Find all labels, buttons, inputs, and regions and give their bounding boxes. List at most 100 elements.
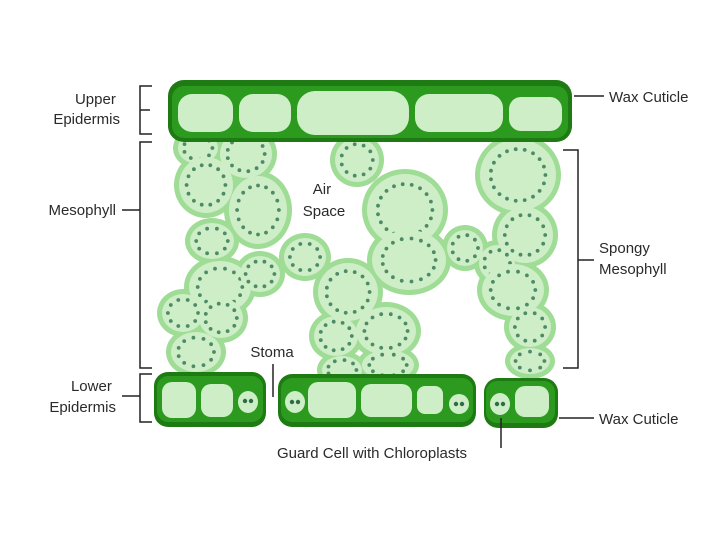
chloroplast-dot	[429, 199, 433, 204]
chloroplast-dot	[525, 302, 529, 307]
chloroplast-dot	[325, 294, 329, 299]
chloroplast-dot	[318, 330, 323, 334]
chloroplast-dot	[380, 352, 385, 357]
chloroplast-dot	[528, 368, 532, 373]
chloroplast-dot	[277, 208, 281, 212]
chloroplast-dot	[225, 329, 230, 333]
chloroplast-dot	[401, 356, 405, 361]
mesophyll-cell	[179, 157, 233, 213]
chloroplast-dot	[364, 321, 369, 326]
chloroplast-dot	[497, 154, 502, 158]
chloroplast-dot	[230, 163, 234, 168]
chloroplast-dot	[360, 305, 365, 310]
chloroplast-dot	[213, 266, 217, 271]
chloroplast-dot	[275, 198, 280, 203]
chloroplast-dot	[543, 173, 548, 177]
upper-epidermis-cell	[509, 97, 562, 131]
lower-epidermis-bracket	[139, 373, 152, 423]
chloroplast-dot	[522, 148, 527, 152]
chloroplast-dot	[225, 239, 230, 243]
chloroplast-dot	[328, 277, 333, 282]
chloroplast-dot	[391, 352, 396, 357]
chloroplast-dot	[516, 306, 520, 311]
chloroplast-dot	[347, 341, 352, 346]
chloroplast-dot	[365, 298, 370, 303]
chloroplast-dot	[332, 359, 337, 364]
chloroplast-dot	[254, 166, 259, 171]
chloroplast-dot	[225, 303, 230, 307]
chloroplast-dot	[384, 246, 389, 251]
chloroplast-dot	[510, 248, 515, 253]
chloroplast-dot	[215, 226, 219, 231]
guard-cell-left-section	[238, 391, 258, 413]
guard-cell-label: Guard Cell with Chloroplasts	[277, 445, 467, 462]
chloroplast-dot	[344, 170, 349, 174]
chloroplast-dot	[505, 252, 509, 257]
mesophyll-cell	[356, 307, 416, 355]
chloroplast-dot	[222, 231, 227, 236]
chloroplast-dot	[195, 285, 200, 289]
chloroplast-dot	[465, 233, 470, 238]
lower-epidermis-cell	[201, 384, 233, 417]
chloroplast-dot	[361, 143, 366, 148]
chloroplast-dot	[168, 303, 173, 307]
chloroplast-dot	[364, 336, 369, 341]
chloroplast-dot	[409, 183, 414, 187]
chloroplast-dot	[531, 280, 535, 284]
chloroplast-dot	[489, 168, 493, 173]
chloroplast-dot	[533, 288, 538, 292]
chloroplast-dot	[505, 196, 509, 201]
chloroplast-dot	[429, 216, 433, 221]
chloroplast-dot	[351, 361, 355, 366]
chloroplast-dot	[216, 330, 221, 335]
chloroplast-dot	[497, 248, 502, 253]
mesophyll-cell	[497, 207, 553, 263]
chloroplast-dot	[182, 150, 187, 154]
chloroplast-dot	[399, 278, 404, 283]
chloroplast-dot	[370, 342, 375, 347]
chloroplast-dot	[248, 185, 252, 190]
mesophyll-cell	[162, 294, 204, 332]
chloroplast-dot	[450, 250, 455, 255]
chloroplast-dot	[543, 325, 547, 329]
chloroplast-dot	[418, 186, 422, 191]
chloroplast-dot	[208, 163, 213, 168]
chloroplast-dot	[185, 324, 190, 328]
chloroplast-dot	[262, 284, 267, 289]
chloroplast-dot	[307, 242, 312, 246]
chloroplast-dot	[391, 275, 395, 280]
chloroplast-dot	[182, 361, 187, 365]
chloroplast-dot	[342, 358, 347, 362]
chloroplast-dot	[275, 217, 280, 222]
chloroplast-dot	[371, 356, 375, 361]
lower-epidermis-cell	[417, 386, 443, 414]
chloroplast-dot	[365, 281, 370, 286]
chloroplast-dot	[513, 147, 518, 152]
chloroplast-dot	[508, 261, 512, 265]
chloroplast-dot	[339, 153, 344, 158]
lower-epidermis	[154, 372, 558, 428]
chloroplast-dot	[216, 167, 221, 172]
upper-epidermis-cell	[415, 94, 503, 132]
chloroplast-dot	[513, 198, 518, 203]
chloroplast-dot	[488, 249, 493, 254]
chloroplast-dot	[288, 255, 292, 259]
chloroplast-dot	[497, 302, 501, 307]
chloroplast-dot	[198, 293, 202, 297]
chloroplast-dot	[238, 293, 243, 297]
chloroplast-dot	[409, 279, 414, 284]
chloroplast-dot	[298, 268, 303, 272]
chloroplast-dot	[542, 181, 546, 186]
chloroplast-dot	[513, 359, 518, 363]
chloroplast-dot	[419, 277, 423, 282]
chloroplast-dot	[241, 225, 246, 230]
chloroplast-dot	[517, 365, 522, 370]
mesophyll-cell	[482, 264, 544, 316]
chloroplast-dot	[168, 319, 173, 323]
chloroplast-dot	[523, 311, 528, 316]
chloroplast-dot	[456, 234, 461, 239]
chloroplast-dot	[354, 368, 359, 372]
mesophyll-cell	[509, 307, 551, 347]
chloroplast-dot	[525, 273, 529, 278]
chloroplast-dot	[506, 306, 510, 311]
